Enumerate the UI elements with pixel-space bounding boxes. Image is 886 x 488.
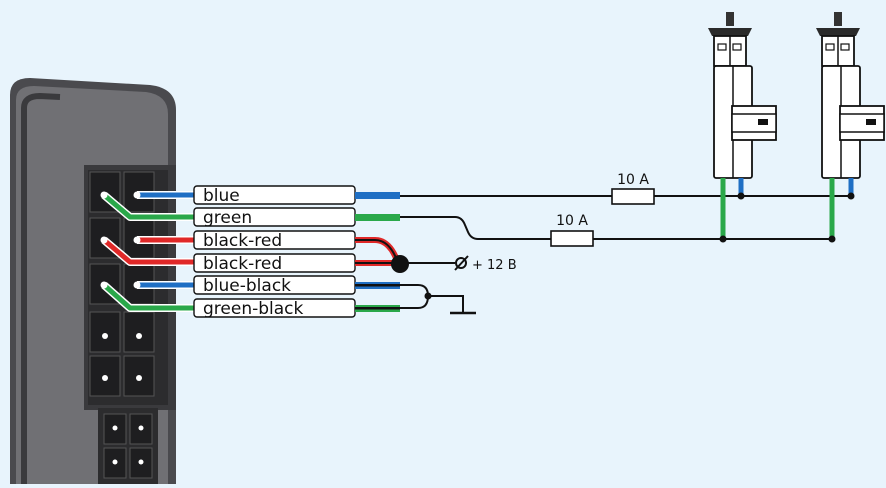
wire-ground-line: [428, 295, 464, 312]
pin-dot: [136, 333, 142, 339]
wire-label-box: black-red: [193, 253, 356, 274]
wire-label-text: green-black: [203, 299, 304, 319]
pin-dot: [112, 459, 118, 465]
pin-contact: [100, 281, 108, 289]
pin-contact: [133, 236, 141, 244]
pin-cell: [89, 311, 121, 353]
power-label: + 12 B: [472, 258, 517, 273]
ground-junction-node: [424, 292, 432, 300]
wire-label-box: black-red: [193, 230, 356, 251]
pin-dot: [112, 425, 118, 431]
fuse-1: [611, 188, 655, 205]
power-junction-node: [391, 255, 409, 273]
stub-blue: [355, 192, 400, 199]
module-edge: [21, 92, 61, 484]
wire-green-black: [102, 283, 195, 311]
fuse-2: [550, 230, 594, 247]
wire-black-red-2: [102, 238, 195, 265]
wire-label-text: black-red: [203, 231, 282, 251]
pin-dot: [102, 375, 108, 381]
pin-contact: [100, 236, 108, 244]
pin-dot: [136, 375, 142, 381]
wire-label-box: green: [193, 207, 356, 228]
wire-stubs: [355, 192, 401, 312]
control-module: [10, 78, 176, 484]
wire-unlock-line: [400, 216, 834, 240]
wire-labels: bluegreenblack-redblack-redblue-blackgre…: [193, 185, 356, 319]
stub-stripe: [355, 239, 399, 264]
connector-pins: [89, 171, 155, 397]
pin-contact: [133, 191, 141, 199]
junction-node: [828, 235, 836, 243]
wire-green: [102, 193, 195, 220]
junction-node: [847, 192, 855, 200]
fuse-2-label: 10 A: [556, 213, 588, 229]
power-terminal-icon: [454, 255, 469, 271]
fuse-body: [550, 230, 594, 247]
stub-stripe: [355, 284, 400, 287]
junction-node: [737, 192, 745, 200]
pin-cell: [123, 311, 155, 353]
stub-green: [355, 214, 400, 221]
door-lock-actuator-icon: [708, 12, 777, 179]
wire-label-text: green: [203, 208, 252, 228]
pin-dot: [138, 425, 144, 431]
signal-wires: [400, 195, 850, 312]
pin-contact: [133, 281, 141, 289]
wire-label-text: blue-black: [203, 276, 291, 296]
wire-label-text: blue: [203, 186, 240, 206]
fuse-1-label: 10 A: [617, 172, 649, 188]
pin-dot: [138, 459, 144, 465]
door-lock-actuator-icon: [816, 12, 885, 179]
wire-paths: [100, 191, 195, 312]
wire-label-box: blue: [193, 185, 356, 206]
fuse-body: [611, 188, 655, 205]
stub-stripe: [355, 307, 400, 310]
wire-label-text: black-red: [203, 254, 282, 274]
wire-label-box: green-black: [193, 298, 356, 319]
wire-label-box: blue-black: [193, 275, 356, 296]
junction-node: [719, 235, 727, 243]
actuator-leads: [719, 178, 855, 243]
pin-contact: [100, 191, 108, 199]
pin-dot: [102, 333, 108, 339]
wire-ground-merge: [400, 284, 430, 309]
